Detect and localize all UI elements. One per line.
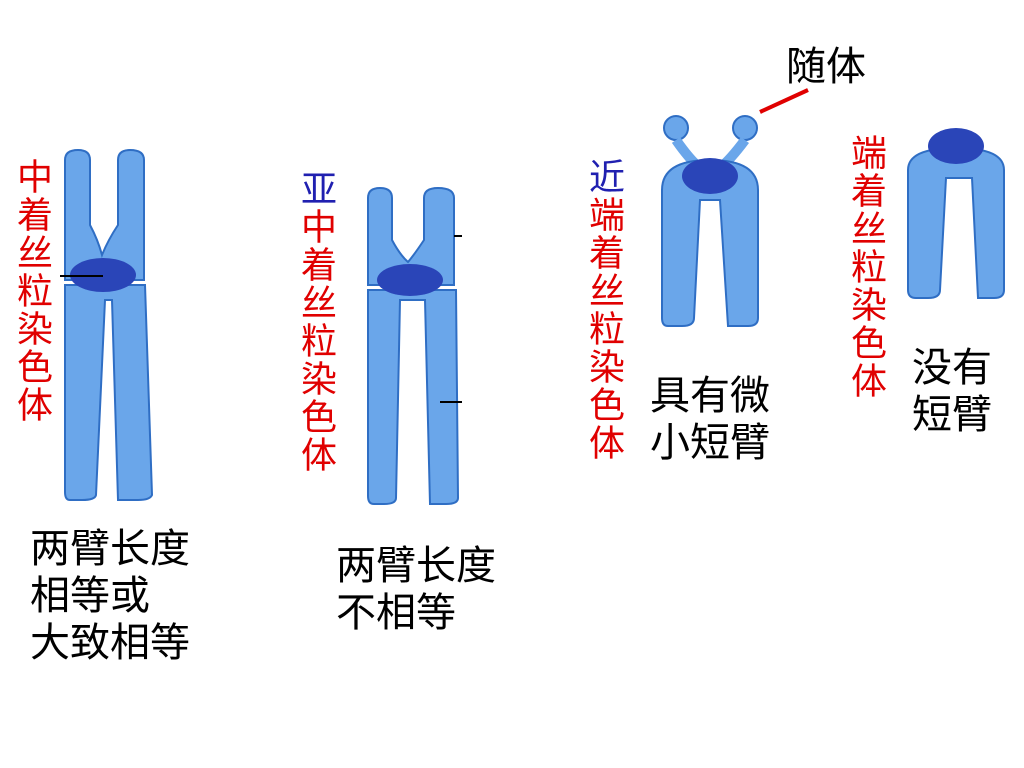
submetacentric-lower-arms	[367, 289, 460, 505]
telocentric-caption: 没有 短臂	[912, 345, 992, 438]
satellite-right	[732, 115, 758, 141]
telocentric-centromere	[928, 128, 984, 164]
satellite-label: 随体	[786, 44, 866, 90]
acrocentric-caption: 具有微 小短臂	[650, 373, 770, 466]
submetacentric-caption: 两臂长度 不相等	[336, 543, 496, 636]
metacentric-chromosome	[60, 148, 154, 501]
telocentric-label: 端着丝粒染色体	[845, 134, 886, 400]
submetacentric-upper-arms	[367, 186, 455, 286]
submetacentric-chromosome	[367, 186, 462, 505]
metacentric-lower-arms	[64, 284, 154, 501]
metacentric-label: 中着丝粒染色体	[11, 158, 52, 424]
acrocentric-centromere	[682, 158, 738, 194]
satellite-left	[663, 115, 689, 141]
telocentric-arms	[907, 146, 1005, 299]
satellite-pointer	[759, 88, 809, 114]
acrocentric-chromosome	[661, 88, 809, 327]
submetacentric-label: 亚中着丝粒染色体	[295, 170, 336, 474]
acrocentric-label: 近端着丝粒染色体	[583, 158, 624, 462]
telocentric-chromosome	[907, 128, 1005, 299]
metacentric-upper-arms	[64, 148, 145, 281]
metacentric-caption: 两臂长度 相等或 大致相等	[30, 526, 190, 666]
submetacentric-centromere	[377, 264, 443, 296]
